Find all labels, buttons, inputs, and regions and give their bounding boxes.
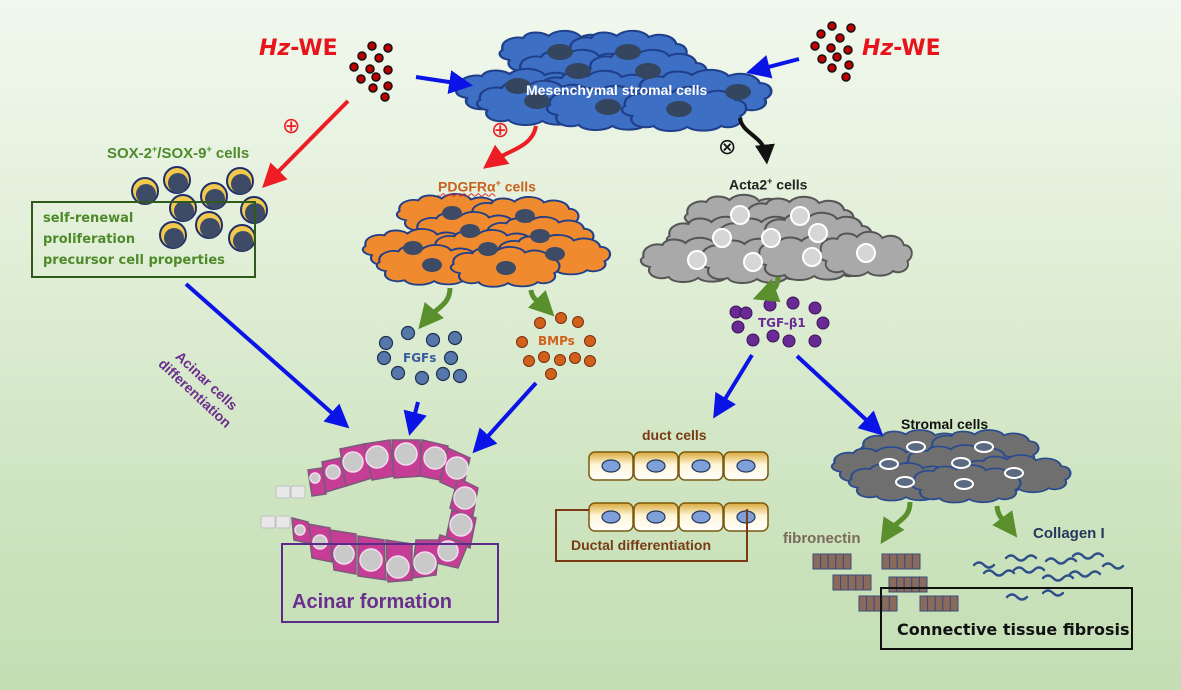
sox-properties-list: self-renewal proliferation precursor cel… bbox=[43, 208, 225, 271]
ductal-diff-label: Ductal differentiation bbox=[571, 537, 712, 553]
hzwe-label-left: Hz-WE bbox=[259, 36, 338, 61]
hzwe-label-right-suffix: -WE bbox=[893, 36, 941, 61]
fibronectin-fibers bbox=[812, 553, 959, 612]
hzwe-label-right: Hz-WE bbox=[862, 36, 941, 61]
acinar-formation-box bbox=[281, 543, 499, 623]
acta2-label-tail: cells bbox=[772, 176, 808, 193]
ductal-diff-box-top bbox=[555, 509, 589, 511]
sox-cells-label: SOX-2+/SOX-9+ cells bbox=[107, 144, 249, 162]
arrow-msc-to-pdgfr bbox=[483, 125, 538, 169]
arrow-pdgfr-to-bmp bbox=[527, 289, 555, 317]
collagen-label: Collagen I bbox=[1033, 525, 1105, 542]
arrow-bmp-to-acinar bbox=[472, 381, 538, 454]
msc-nuclei bbox=[505, 44, 751, 117]
hzwe-label-right-italic: Hz bbox=[862, 36, 894, 61]
sox-property-proliferation: proliferation bbox=[43, 232, 136, 247]
sox-property-precursor: precursor cell properties bbox=[43, 253, 225, 268]
sox-label-sup2: + bbox=[206, 144, 212, 154]
hzwe-particles-right bbox=[810, 21, 856, 82]
stromal-cell-cluster bbox=[830, 428, 1072, 504]
pdgfr-label-sup: + bbox=[495, 178, 501, 188]
pdgfr-cells-label: PDGFRα+ cells bbox=[438, 178, 536, 195]
msc-label: Mesenchymal stromal cells bbox=[526, 82, 708, 98]
inhibit-symbol-acta2: ⊗ bbox=[718, 134, 737, 159]
hzwe-label-left-italic: Hz bbox=[259, 36, 291, 61]
sox-properties-box bbox=[31, 201, 256, 278]
fgf-particles bbox=[376, 325, 468, 386]
arrow-acta2-to-tgf bbox=[752, 276, 781, 303]
fibrosis-box bbox=[880, 587, 1133, 650]
msc-cell-cluster bbox=[455, 29, 773, 133]
arrow-msc-to-acta2 bbox=[738, 117, 775, 165]
hzwe-label-left-suffix: -WE bbox=[290, 36, 338, 61]
promote-symbol-pdgfr: ⊕ bbox=[491, 117, 510, 142]
arrow-hzwe-to-msc-left bbox=[415, 70, 474, 94]
tgfb1-label: TGF-β1 bbox=[758, 316, 806, 330]
arrow-tgf-to-stromal bbox=[795, 354, 884, 436]
sox-property-self-renewal: self-renewal bbox=[43, 211, 134, 226]
acta2-label-sup: + bbox=[767, 176, 773, 186]
acinar-formation-label: Acinar formation bbox=[292, 591, 453, 613]
sox-cells bbox=[131, 166, 268, 252]
sox-label-sup1: + bbox=[152, 144, 158, 154]
acta2-cells-label: Acta2+ cells bbox=[729, 176, 807, 193]
promote-symbol-sox: ⊕ bbox=[282, 113, 301, 138]
sox-label-part1: SOX-2 bbox=[107, 145, 153, 162]
arrow-fgf-to-acinar bbox=[403, 401, 427, 436]
arrow-stromal-to-fibronectin bbox=[880, 501, 913, 545]
pdgfr-nuclei bbox=[403, 206, 565, 275]
collagen-fibers bbox=[972, 552, 1125, 601]
hzwe-particles-left bbox=[349, 41, 393, 102]
arrows bbox=[184, 55, 1018, 545]
arrow-hzwe-to-sox bbox=[262, 99, 350, 188]
sox-label-part2: /SOX-9 bbox=[157, 145, 207, 162]
fgfs-label: FGFs bbox=[403, 351, 437, 365]
arrow-tgf-to-duct bbox=[713, 353, 754, 419]
arrow-stromal-to-collagen bbox=[992, 505, 1018, 538]
pdgfr-label-main: PDGFRα bbox=[438, 178, 496, 195]
bmp-particles bbox=[516, 312, 596, 380]
pdgfr-cell-cluster bbox=[361, 192, 612, 288]
stromal-nuclei bbox=[879, 441, 1024, 490]
bmps-label: BMPs bbox=[538, 334, 575, 348]
ductal-diff-box bbox=[555, 509, 748, 562]
pdgfr-label-tail: cells bbox=[500, 178, 536, 195]
acta2-label-main: Acta2 bbox=[729, 176, 768, 193]
duct-cells-label: duct cells bbox=[642, 427, 707, 443]
fibrosis-label: Connective tissue fibrosis bbox=[897, 620, 1130, 639]
fibronectin-label: fibronectin bbox=[783, 530, 861, 547]
stromal-cells-label: Stromal cells bbox=[901, 416, 989, 432]
arrow-sox-to-acinar bbox=[184, 282, 350, 429]
arrow-hzwe-to-msc-right bbox=[746, 55, 800, 79]
acta2-nuclei bbox=[687, 205, 876, 272]
arrow-pdgfr-to-fgf bbox=[418, 287, 453, 330]
sox-label-part3: cells bbox=[211, 145, 250, 162]
acinus-illustration bbox=[260, 439, 479, 583]
duct-cells-row-1 bbox=[588, 451, 769, 481]
